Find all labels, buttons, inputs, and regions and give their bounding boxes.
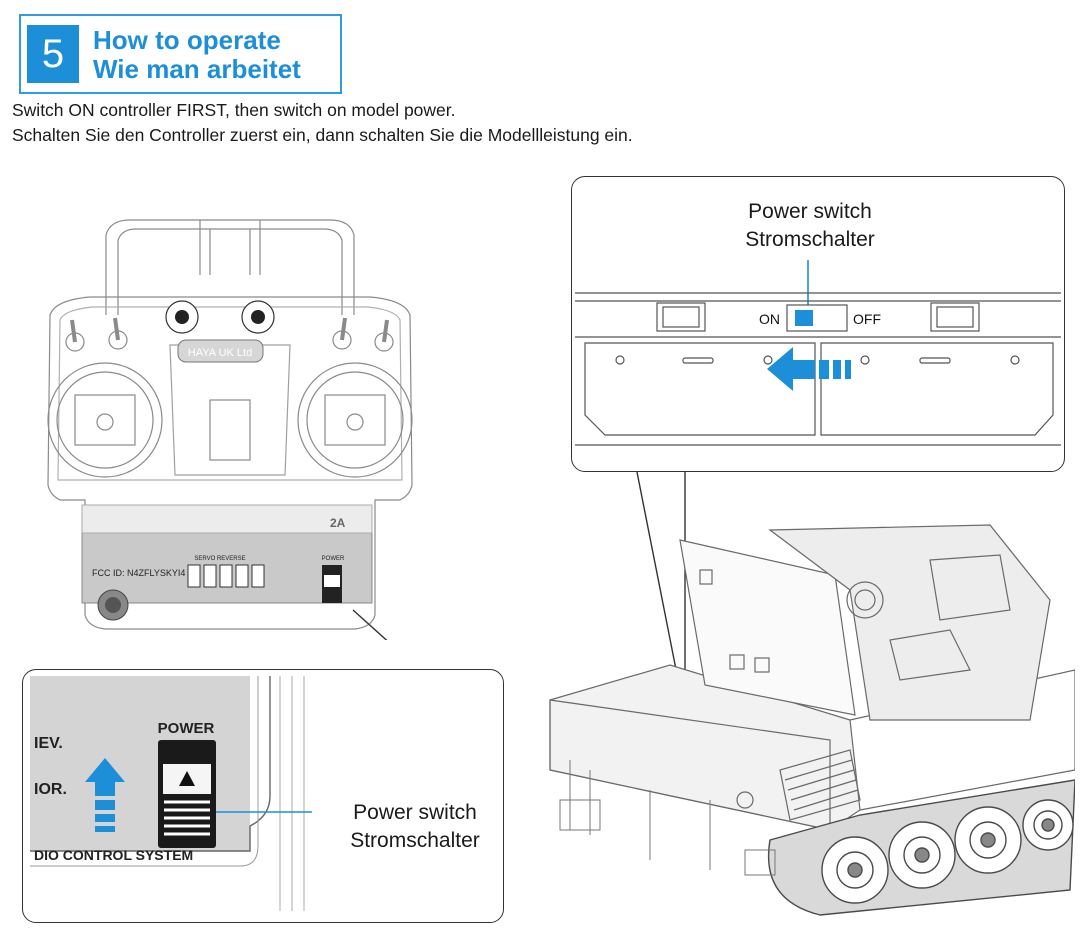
- tank-zoom-callout: [571, 176, 1065, 472]
- section-title-de: Wie man arbeitet: [93, 54, 301, 84]
- section-header: 5 How to operate Wie man arbeitet: [19, 14, 342, 94]
- up-arrow-icon: [85, 758, 125, 832]
- left-arrow-icon: [767, 347, 851, 391]
- tank-power-label-de: Stromschalter: [745, 228, 875, 251]
- zoom-power-label: POWER: [158, 720, 215, 737]
- tank-off-label: OFF: [853, 311, 881, 327]
- zoom-nor-text: IOR.: [34, 781, 67, 798]
- controller-zoom-illustration: IEV. IOR. DIO CONTROL SYSTEM POWER: [30, 676, 312, 911]
- tank-power-callout-label: Power switch Stromschalter: [720, 198, 900, 254]
- controller-model: 2A: [330, 516, 346, 530]
- controller-illustration: HAYA UK Ltd FCC ID: N4ZFLYSKYI4 2A SERVO…: [47, 219, 413, 640]
- tank-power-label-en: Power switch: [748, 200, 872, 223]
- tank-zoom-illustration: ON OFF: [575, 260, 1061, 446]
- instruction-en: Switch ON controller FIRST, then switch …: [12, 100, 456, 120]
- section-title-en: How to operate: [93, 25, 281, 55]
- section-number: 5: [27, 25, 79, 83]
- controller-power-label-en: Power switch: [353, 801, 477, 824]
- controller-power-callout-label: Power switch Stromschalter: [340, 799, 490, 855]
- tank-on-label: ON: [759, 311, 780, 327]
- section-title: How to operate Wie man arbeitet: [93, 26, 301, 84]
- controller-power-small: POWER: [322, 556, 345, 562]
- controller-fcc-id: FCC ID: N4ZFLYSKYI4: [92, 568, 185, 578]
- controller-servo-reverse: SERVO REVERSE: [194, 556, 245, 562]
- instruction-de: Schalten Sie den Controller zuerst ein, …: [12, 125, 633, 145]
- controller-power-label-de: Stromschalter: [350, 829, 480, 852]
- controller-brand-plate: HAYA UK Ltd: [188, 347, 252, 359]
- zoom-bottom-text: DIO CONTROL SYSTEM: [34, 847, 193, 863]
- instructions: Switch ON controller FIRST, then switch …: [12, 98, 633, 148]
- tank-illustration: [549, 471, 1075, 916]
- zoom-rev-text: IEV.: [34, 735, 63, 752]
